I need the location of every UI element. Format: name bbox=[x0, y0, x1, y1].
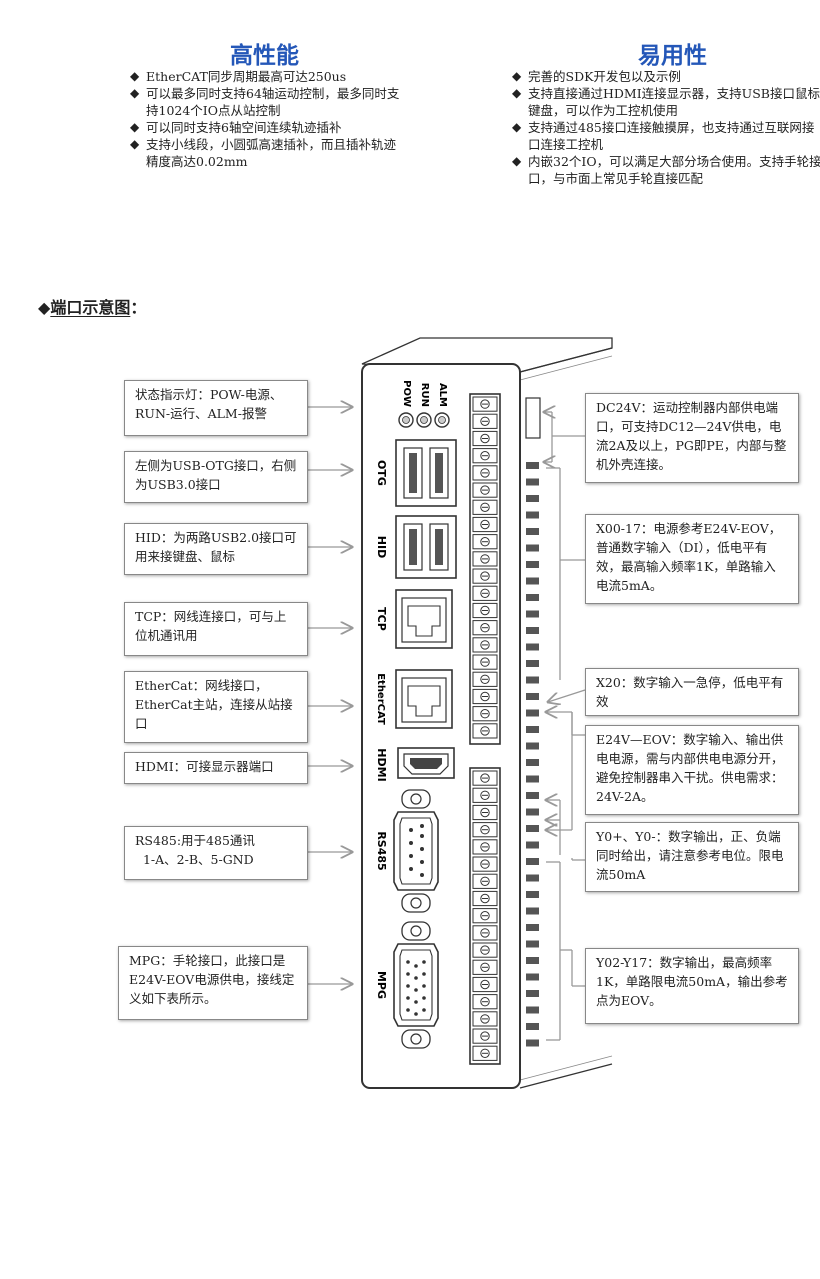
led-label-run: RUN bbox=[419, 383, 430, 407]
performance-item: 支持小线段，小圆弧高速插补，而且插补轨迹精度高达0.02mm bbox=[130, 136, 400, 170]
pin-marker bbox=[526, 610, 539, 618]
callout-x00-17: X00-17：电源参考E24V-EOV，普通数字输入（DI），低电平有效，最高输… bbox=[585, 514, 799, 604]
callout-x20: X20：数字输入一急停，低电平有效 bbox=[585, 668, 799, 716]
callout-dc24v: DC24V：运动控制器内部供电端口，可支持DC12—24V供电，电流2A及以上，… bbox=[585, 393, 799, 483]
pin-marker bbox=[526, 660, 539, 667]
pin-marker bbox=[526, 709, 539, 717]
pin-marker bbox=[526, 957, 539, 964]
left-callout-arrows bbox=[308, 407, 352, 984]
tcp-port: TCP bbox=[375, 589, 453, 649]
port-label-hdmi: HDMI bbox=[375, 748, 388, 781]
performance-title: 高性能 bbox=[230, 42, 299, 68]
pin-marker bbox=[526, 874, 539, 882]
pin-marker bbox=[526, 858, 539, 865]
port-label-tcp: TCP bbox=[375, 607, 388, 631]
pin-marker bbox=[526, 973, 539, 981]
status-leds: POW RUN ALM bbox=[398, 380, 450, 428]
port-label-rs485: RS485 bbox=[375, 831, 388, 870]
usability-item: 内嵌32个IO，可以满足大部分场合使用。支持手轮接口，与市面上常见手轮直接匹配 bbox=[512, 153, 820, 187]
port-label-otg: OTG bbox=[375, 460, 388, 486]
terminal-block-lower bbox=[469, 767, 501, 1065]
pin-marker bbox=[526, 594, 539, 601]
callout-e24v-eov: E24V—EOV：数字输入、输出供电电源，需与内部供电电源分开，避免控制器串入干… bbox=[585, 725, 799, 815]
pin-marker bbox=[526, 643, 539, 651]
pin-marker bbox=[526, 825, 539, 832]
pin-marker bbox=[526, 775, 539, 783]
callout-y0: Y0+、Y0-：数字输出，正、负端同时给出，请注意参考电位。限电流50mA bbox=[585, 822, 799, 892]
pin-marker bbox=[526, 891, 539, 898]
callout-mpg: MPG：手轮接口，此接口是E24V-EOV电源供电，接线定义如下表所示。 bbox=[118, 946, 308, 1020]
pin-marker bbox=[526, 478, 539, 486]
pin-marker bbox=[526, 726, 539, 733]
callout-hdmi: HDMI：可接显示器端口 bbox=[124, 752, 308, 784]
performance-list: EtherCAT同步周期最高可达250us 可以最多同时支持64轴运动控制，最多… bbox=[130, 68, 400, 170]
pin-marker bbox=[526, 511, 539, 519]
pin-marker bbox=[526, 676, 539, 684]
performance-item: 可以最多同时支持64轴运动控制，最多同时支持1024个IO点从站控制 bbox=[130, 85, 400, 119]
callout-ethercat: EtherCat：网线接口，EtherCat主站，连接从站接口 bbox=[124, 671, 308, 743]
usability-item: 支持通过485接口连接触摸屏，也支持通过互联网接口连接工控机 bbox=[512, 119, 820, 153]
port-label-mpg: MPG bbox=[375, 971, 388, 999]
pin-marker bbox=[526, 924, 539, 931]
pin-marker bbox=[526, 792, 539, 799]
callout-otg: 左侧为USB-OTG接口，右侧为USB3.0接口 bbox=[124, 451, 308, 503]
callout-y02-y17: Y02-Y17：数字输出，最高频率1K，单路限电流50mA，输出参考点为EOV。 bbox=[585, 948, 799, 1024]
pin-marker bbox=[526, 462, 539, 469]
pin-marker bbox=[526, 577, 539, 585]
port-label-hid: HID bbox=[375, 536, 388, 558]
ethercat-port: EtherCAT bbox=[375, 669, 453, 729]
section-title-colon: ： bbox=[130, 298, 147, 317]
callout-rs485: RS485:用于485通讯 1-A、2-B、5-GND bbox=[124, 826, 308, 880]
right-callout-leaders bbox=[544, 412, 586, 1041]
pin-marker bbox=[526, 940, 539, 948]
pin-marker bbox=[526, 495, 539, 502]
usability-list: 完善的SDK开发包以及示例 支持直接通过HDMI连接显示器，支持USB接口鼠标键… bbox=[512, 68, 820, 187]
pin-marker bbox=[526, 742, 539, 750]
hdmi-port: HDMI bbox=[375, 747, 455, 782]
pin-marker bbox=[526, 627, 539, 634]
pin-marker bbox=[526, 1006, 539, 1014]
usb-hid-port: HID bbox=[375, 515, 457, 579]
callout-status-leds: 状态指示灯：POW-电源、RUN-运行、ALM-报警 bbox=[124, 380, 308, 436]
performance-item: 可以同时支持6轴空间连续轨迹插补 bbox=[130, 119, 400, 136]
usability-item: 支持直接通过HDMI连接显示器，支持USB接口鼠标键盘，可以作为工控机使用 bbox=[512, 85, 820, 119]
callout-hid: HID：为两路USB2.0接口可用来接键盘、鼠标 bbox=[124, 523, 308, 575]
led-label-pow: POW bbox=[401, 380, 412, 407]
pin-marker bbox=[526, 693, 539, 700]
callout-tcp: TCP：网线连接口，可与上位机通讯用 bbox=[124, 602, 308, 656]
pin-marker bbox=[526, 528, 539, 535]
usb-otg-port: OTG bbox=[375, 439, 457, 507]
pin-marker bbox=[526, 990, 539, 997]
pin-marker bbox=[526, 907, 539, 915]
led-label-alm: ALM bbox=[437, 383, 448, 407]
performance-item: EtherCAT同步周期最高可达250us bbox=[130, 68, 400, 85]
section-heading: ◆端口示意图： bbox=[38, 294, 146, 318]
usability-title: 易用性 bbox=[638, 42, 707, 68]
pin-marker bbox=[526, 759, 539, 766]
pin-marker bbox=[526, 1039, 539, 1047]
pin-label-strip bbox=[525, 397, 541, 1047]
terminal-block-upper bbox=[469, 393, 501, 745]
mpg-port: MPG bbox=[375, 921, 439, 1049]
pin-marker bbox=[526, 561, 539, 568]
usability-item: 完善的SDK开发包以及示例 bbox=[512, 68, 820, 85]
section-title-text: 端口示意图 bbox=[50, 298, 131, 317]
port-label-ethercat: EtherCAT bbox=[375, 673, 386, 725]
pin-marker bbox=[526, 544, 539, 552]
pin-marker bbox=[526, 808, 539, 816]
pin-marker bbox=[526, 1023, 539, 1030]
rs485-port: RS485 bbox=[375, 789, 439, 913]
diamond-icon: ◆ bbox=[38, 298, 51, 317]
pin-marker bbox=[526, 841, 539, 849]
